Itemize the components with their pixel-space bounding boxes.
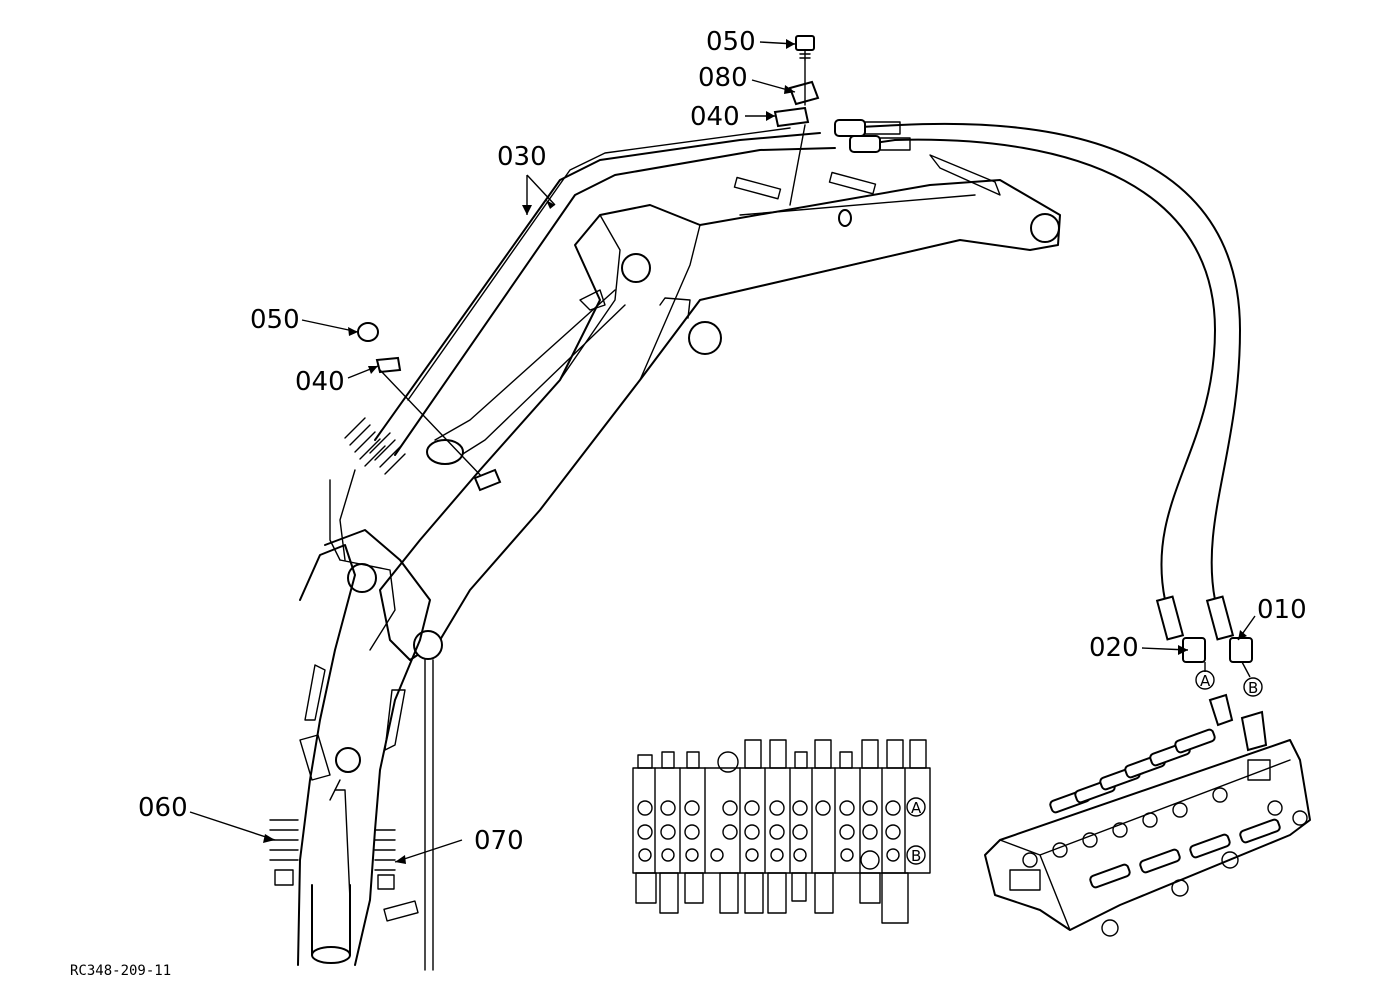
callout-070: 070 <box>474 826 524 856</box>
callout-labels: 050 080 040 030 050 040 060 070 020 010 <box>138 27 1307 856</box>
port-label-b: B <box>1248 679 1258 697</box>
callout-040-top: 040 <box>690 102 740 132</box>
callout-050-left: 050 <box>250 305 300 335</box>
port-markers: A B A B <box>906 670 1263 865</box>
small-parts <box>329 35 877 801</box>
valve-front-ports <box>637 800 901 870</box>
valve-spools <box>1049 728 1281 889</box>
leader-lines <box>189 39 1256 864</box>
valve-bottom-spools <box>635 872 909 924</box>
spring-guard <box>269 417 406 890</box>
control-valve-iso <box>984 693 1311 937</box>
control-valve-front <box>632 739 931 924</box>
hose-lines <box>269 119 1253 890</box>
callout-050-top: 050 <box>706 27 756 57</box>
boom-assembly <box>297 154 1061 971</box>
drawing-reference: RC348-209-11 <box>70 963 171 979</box>
valve-port-label-a: A <box>911 799 922 817</box>
valve-caps <box>637 739 927 773</box>
callout-060: 060 <box>138 793 188 823</box>
callout-040-left: 040 <box>295 367 345 397</box>
valve-ports <box>1022 787 1308 937</box>
callout-020: 020 <box>1089 633 1139 663</box>
callout-010: 010 <box>1257 595 1307 625</box>
callout-030: 030 <box>497 142 547 172</box>
valve-port-label-b: B <box>911 847 921 865</box>
callout-080: 080 <box>698 63 748 93</box>
port-label-a: A <box>1200 672 1211 690</box>
